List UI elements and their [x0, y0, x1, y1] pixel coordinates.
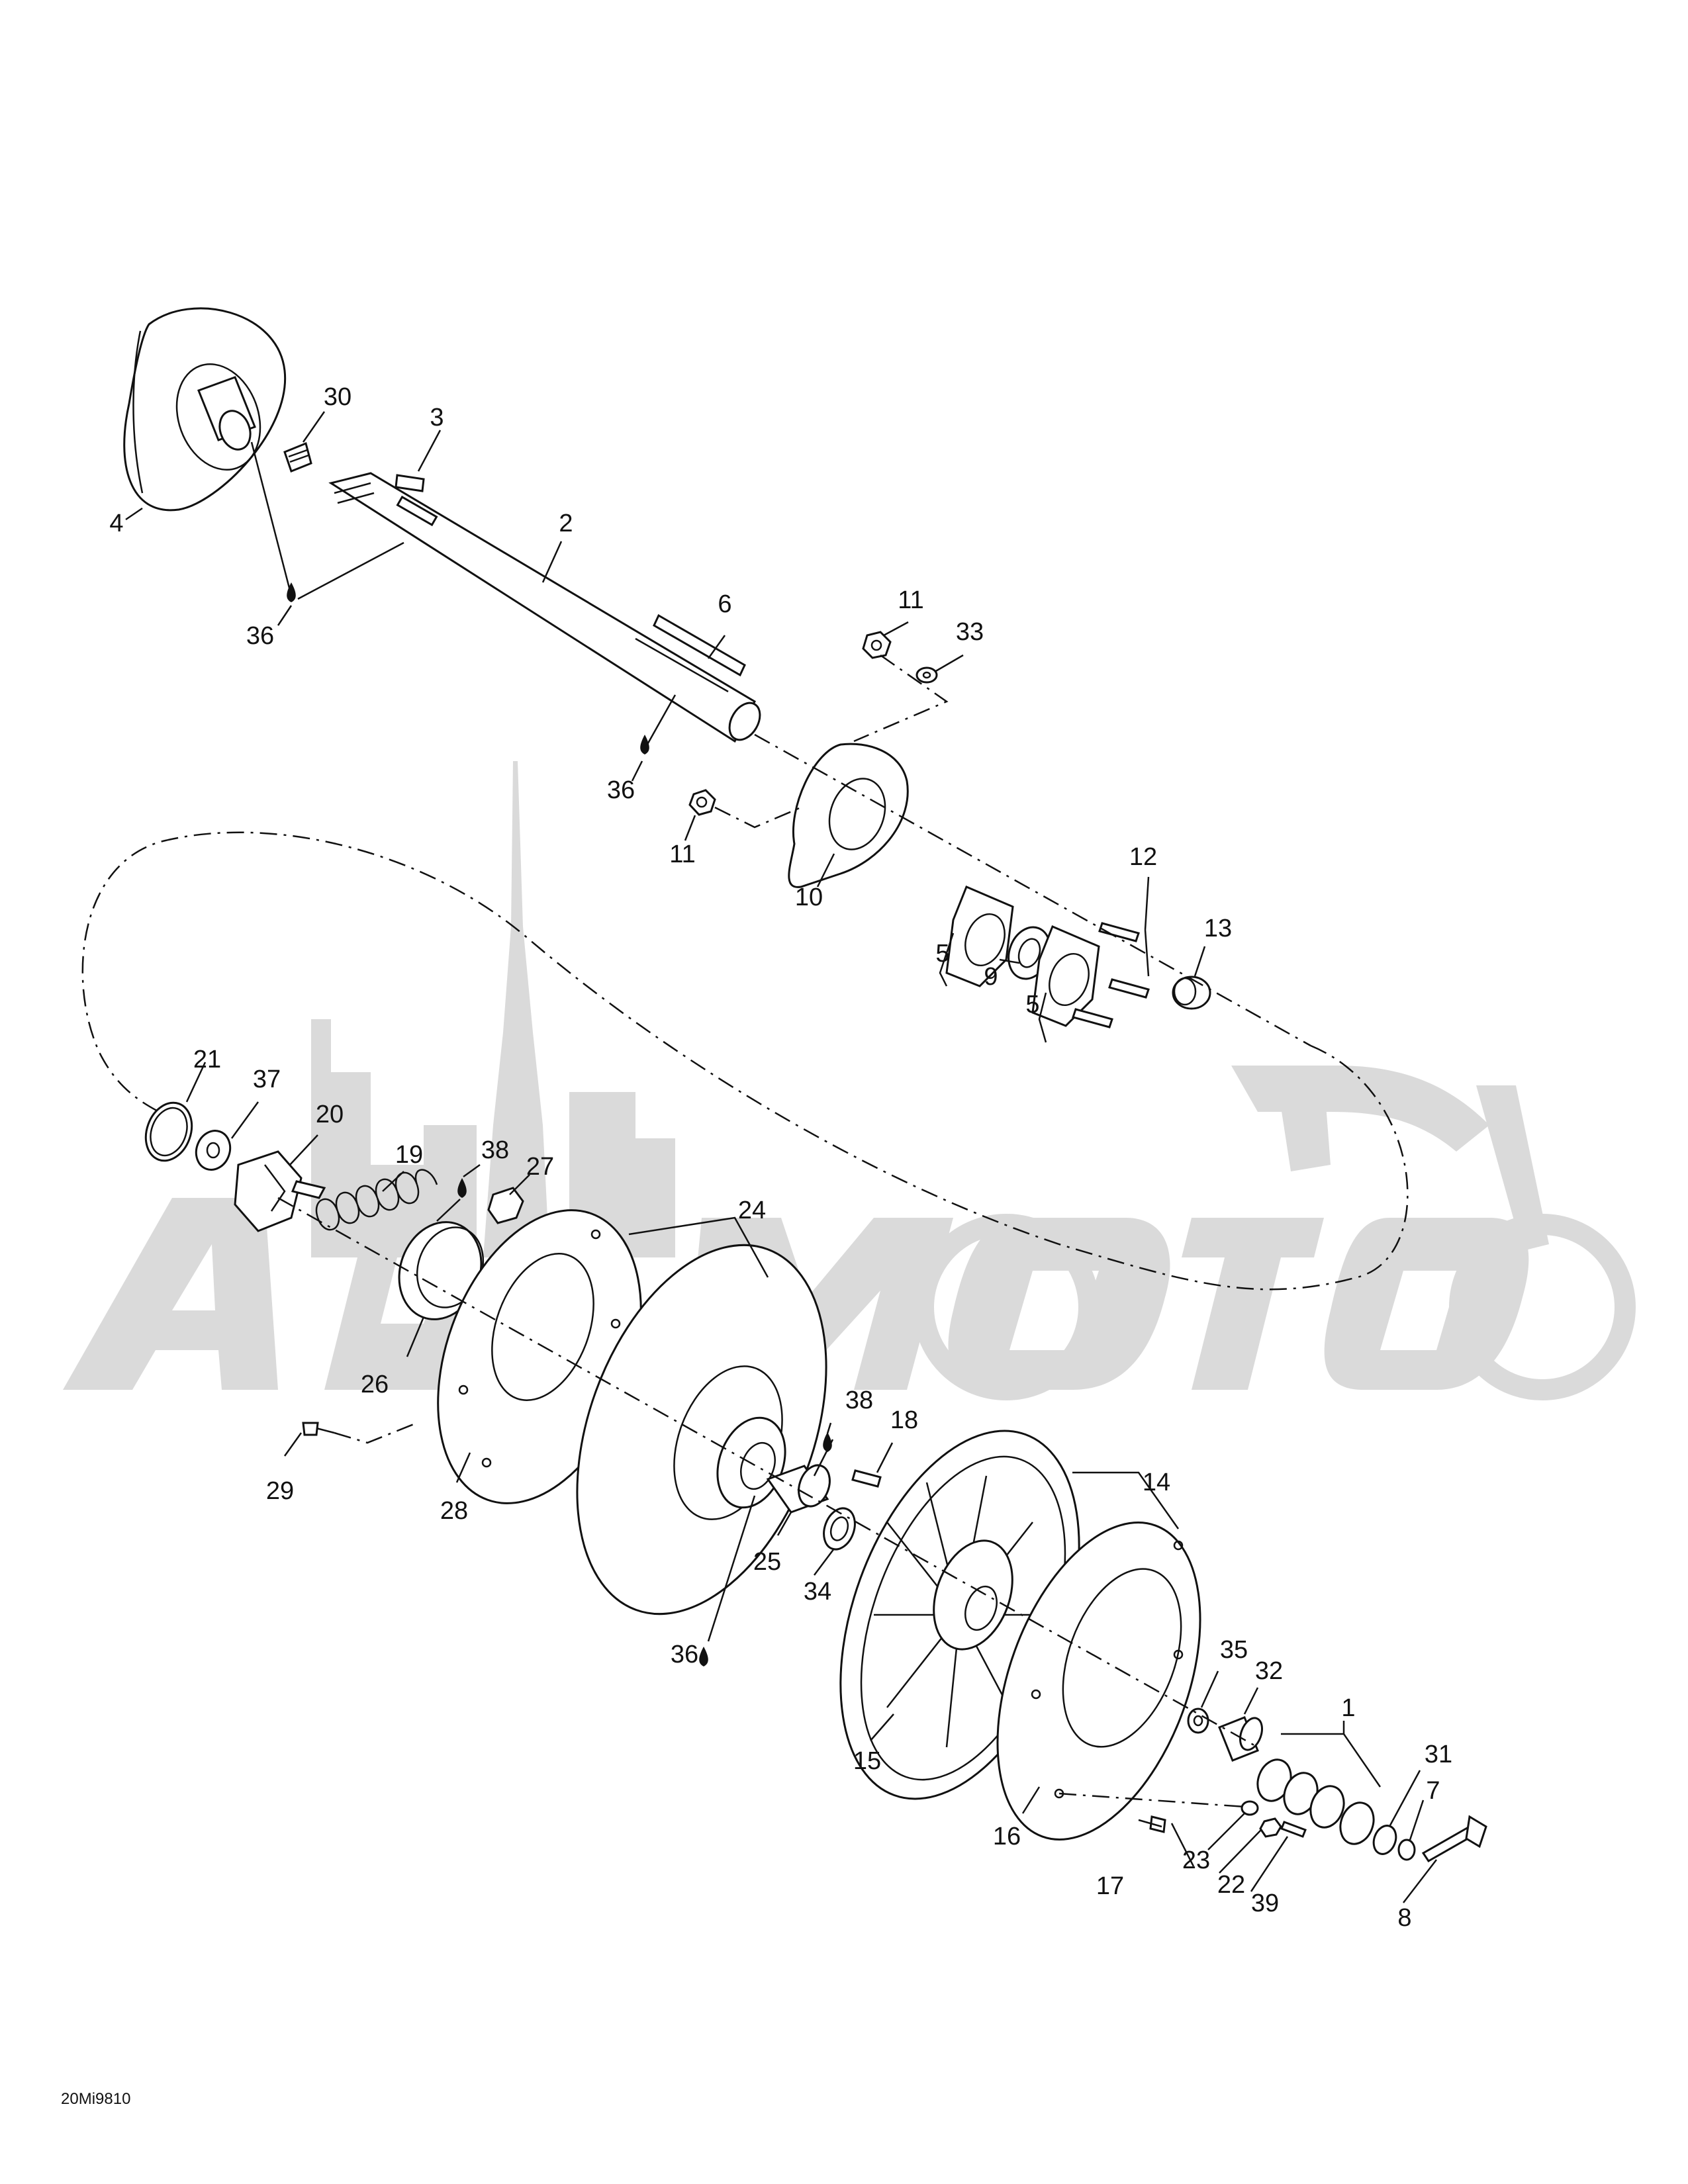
axis-line-lower: [277, 1197, 1258, 1749]
callout-11-lower: 11: [669, 841, 695, 868]
bearing-flange-5-right: [1031, 925, 1100, 1027]
screw-17: [1138, 1815, 1166, 1833]
callout-35: 35: [1220, 1636, 1248, 1664]
callout-32: 32: [1255, 1657, 1283, 1685]
bearing-flange-5-left: [945, 886, 1014, 987]
shaft-2: [328, 472, 761, 743]
spline-nut-30: [283, 441, 312, 473]
callout-28: 28: [440, 1497, 468, 1525]
nut-11-upper: [862, 631, 892, 659]
callout-13: 13: [1204, 915, 1232, 942]
callout-29: 29: [266, 1477, 294, 1505]
callout-1: 1: [1341, 1694, 1355, 1722]
washer-23: [1241, 1800, 1259, 1816]
washer-7: [1397, 1839, 1416, 1861]
callout-34: 34: [804, 1578, 831, 1606]
axis-line-upper: [754, 733, 1311, 1047]
callout-9: 9: [984, 963, 998, 991]
cover-plate-16: [996, 1522, 1201, 1841]
callout-5-left: 5: [935, 940, 949, 968]
callout-21: 21: [193, 1046, 221, 1073]
callout-36-upper: 36: [246, 622, 274, 650]
callout-38-lower: 38: [845, 1387, 873, 1414]
nut-line-lower: [714, 806, 802, 829]
washer-34: [823, 1507, 856, 1551]
slider-block-27: [487, 1187, 524, 1224]
callout-25: 25: [753, 1548, 781, 1576]
shims-1: [1256, 1758, 1375, 1845]
callout-8: 8: [1397, 1904, 1411, 1932]
callout-26: 26: [361, 1371, 389, 1398]
figure-code: 20Mi9810: [61, 2090, 131, 2108]
bolt-8: [1421, 1815, 1487, 1862]
callout-22: 22: [1217, 1871, 1245, 1899]
callout-4: 4: [109, 510, 123, 537]
callout-2: 2: [559, 510, 573, 537]
spacer-32: [1218, 1716, 1263, 1762]
spacer-13: [1172, 976, 1211, 1010]
callout-24: 24: [738, 1197, 766, 1224]
screw-29: [302, 1422, 335, 1436]
callout-11-upper: 11: [898, 586, 923, 614]
retaining-ring-21: [144, 1101, 193, 1162]
nut-11-lower: [688, 789, 716, 816]
callout-6: 6: [718, 590, 731, 618]
washer-31: [1372, 1825, 1397, 1855]
key-3: [395, 474, 425, 492]
bolts-12: [1072, 922, 1150, 1028]
callout-36-middle: 36: [607, 776, 635, 804]
key-18: [851, 1469, 882, 1488]
callout-10: 10: [795, 884, 823, 911]
drive-pulley-sheave-4: [123, 307, 287, 512]
callout-5-right: 5: [1025, 991, 1039, 1019]
callout-19: 19: [395, 1141, 423, 1169]
callout-39: 39: [1251, 1889, 1279, 1917]
nut-22: [1259, 1817, 1282, 1838]
callout-15: 15: [853, 1747, 881, 1775]
callout-14: 14: [1143, 1469, 1170, 1496]
callout-16: 16: [993, 1823, 1021, 1850]
callout-33: 33: [956, 618, 984, 646]
bushing-25: [766, 1464, 831, 1514]
screw-39: [1280, 1821, 1307, 1838]
callout-17: 17: [1096, 1872, 1124, 1900]
grease-drop-icons: [287, 582, 832, 1666]
callout-7: 7: [1426, 1777, 1440, 1805]
callout-30: 30: [324, 383, 352, 411]
screw-line: [334, 1422, 418, 1444]
callout-37: 37: [253, 1066, 281, 1093]
callout-38-upper: 38: [481, 1136, 509, 1164]
leader-lines: [125, 411, 1437, 1903]
callout-18: 18: [890, 1406, 918, 1434]
nut-line-upper: [853, 654, 949, 743]
callout-36-lower: 36: [671, 1641, 698, 1668]
spring-19: [315, 1169, 438, 1231]
cam-20: [234, 1150, 326, 1232]
drive-belt: [81, 831, 1409, 1291]
callout-31: 31: [1425, 1741, 1452, 1768]
callout-20: 20: [316, 1101, 344, 1128]
mounting-plate-10: [788, 743, 909, 888]
washer-37: [195, 1130, 232, 1171]
callouts: 4 30 3 2 36 6 11 33 36 11 10 12 13 5 9 5…: [109, 383, 1452, 1932]
washer-35: [1187, 1707, 1209, 1734]
callout-23: 23: [1182, 1846, 1210, 1874]
callout-27: 27: [526, 1153, 554, 1181]
callout-3: 3: [430, 404, 444, 432]
washer-33: [915, 666, 938, 684]
callout-12: 12: [1129, 843, 1157, 871]
